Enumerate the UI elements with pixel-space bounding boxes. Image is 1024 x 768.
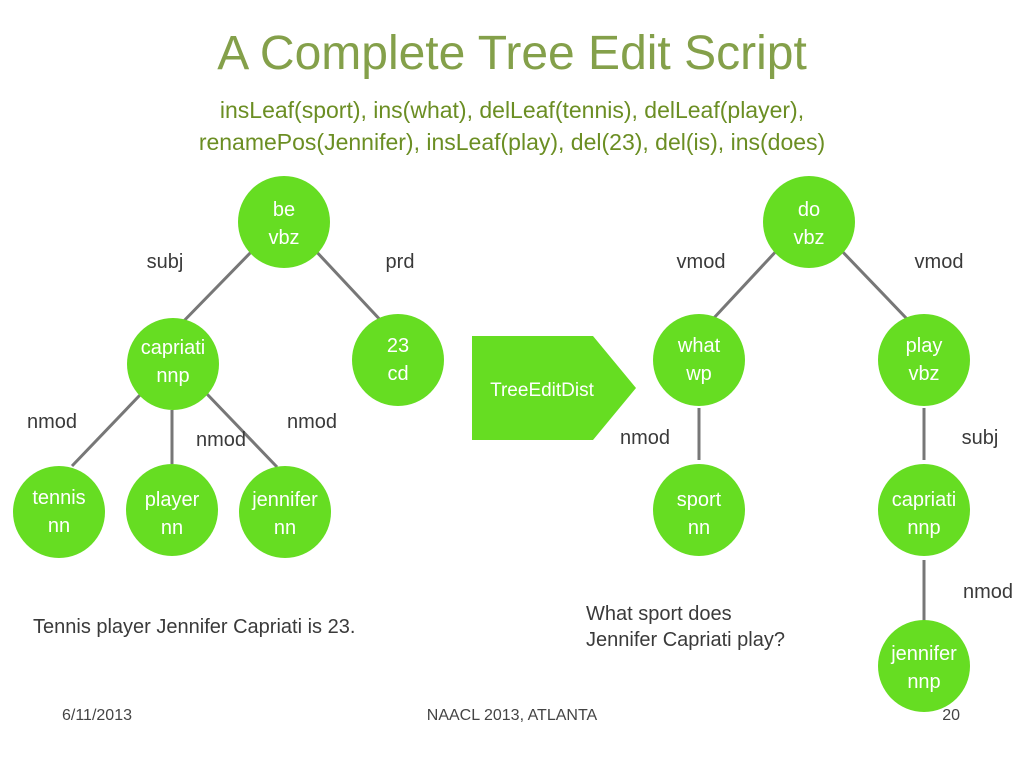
- edge-be-capriati: [174, 246, 257, 331]
- arrow-label: TreeEditDist: [490, 380, 595, 401]
- slide-title: A Complete Tree Edit Script: [217, 27, 807, 80]
- node-sport: sport nn: [653, 464, 745, 556]
- footer-venue: NAACL 2013, ATLANTA: [426, 707, 598, 724]
- left-sentence: Tennis player Jennifer Capriati is 23.: [33, 616, 356, 638]
- node-jennifer-tag: nn: [274, 517, 296, 539]
- edge-label-play-capriati: subj: [962, 427, 999, 449]
- node-sport-word: sport: [677, 489, 722, 511]
- node-jennifer-word: jennifer: [251, 489, 318, 511]
- node-be-tag: vbz: [268, 227, 299, 249]
- node-what-word: what: [677, 335, 721, 357]
- node-do-word: do: [798, 199, 820, 221]
- node-capriati-right-word: capriati: [892, 489, 956, 511]
- node-23-word: 23: [387, 335, 409, 357]
- edge-label-capriati-jennifer: nmod: [287, 411, 337, 433]
- edit-script: insLeaf(sport), ins(what), delLeaf(tenni…: [0, 94, 1024, 158]
- edit-script-line-1: insLeaf(sport), ins(what), delLeaf(tenni…: [219, 97, 805, 123]
- edge-capriati-jennifer: [204, 391, 279, 469]
- node-player-word: player: [145, 489, 200, 511]
- edge-be-23: [311, 246, 387, 327]
- node-do-tag: vbz: [793, 227, 824, 249]
- node-tennis: tennis nn: [13, 466, 105, 558]
- node-capriati-word: capriati: [141, 337, 205, 359]
- footer-date: 6/11/2013: [62, 707, 132, 724]
- node-do: do vbz: [763, 176, 855, 268]
- node-jennifer-right-tag: nnp: [907, 671, 940, 693]
- node-tennis-tag: nn: [48, 515, 70, 537]
- node-capriati-right-tag: nnp: [907, 517, 940, 539]
- edge-label-capriati-jennifer-right: nmod: [963, 581, 1013, 603]
- node-capriati-right: capriati nnp: [878, 464, 970, 556]
- footer-page-number: 20: [942, 707, 960, 724]
- right-sentence: What sport does Jennifer Capriati play?: [586, 601, 785, 653]
- edge-label-capriati-player: nmod: [196, 429, 246, 451]
- node-be: be vbz: [238, 176, 330, 268]
- node-jennifer-right: jennifer nnp: [878, 620, 970, 712]
- node-play-word: play: [906, 335, 943, 357]
- node-be-word: be: [273, 199, 295, 221]
- node-play-tag: vbz: [908, 363, 939, 385]
- edge-label-be-23: prd: [386, 251, 415, 273]
- edge-label-what-sport: nmod: [620, 427, 670, 449]
- node-jennifer: jennifer nn: [239, 466, 331, 558]
- node-23-tag: cd: [387, 363, 408, 385]
- tree-edit-dist-arrow: TreeEditDist: [472, 336, 636, 440]
- edit-script-line-2: renamePos(Jennifer), insLeaf(play), del(…: [198, 129, 826, 156]
- node-what-tag: wp: [685, 363, 712, 385]
- edge-label-be-capriati: subj: [147, 251, 184, 273]
- left-tree-edges: [70, 246, 387, 469]
- right-tree-edges: [697, 245, 926, 624]
- right-sentence-line-2: Jennifer Capriati play?: [586, 629, 785, 651]
- node-player: player nn: [126, 464, 218, 556]
- right-sentence-line-1: What sport does: [586, 603, 732, 625]
- node-player-tag: nn: [161, 517, 183, 539]
- node-jennifer-right-word: jennifer: [890, 643, 957, 665]
- node-tennis-word: tennis: [32, 487, 85, 509]
- edge-do-what: [710, 245, 782, 322]
- node-capriati-tag: nnp: [156, 365, 189, 387]
- node-sport-tag: nn: [688, 517, 710, 539]
- edge-do-play: [836, 245, 910, 322]
- node-what: what wp: [653, 314, 745, 406]
- edge-capriati-tennis: [70, 393, 142, 468]
- edge-label-capriati-tennis: nmod: [27, 411, 77, 433]
- node-capriati: capriati nnp: [127, 318, 219, 410]
- node-play: play vbz: [878, 314, 970, 406]
- edge-label-do-play: vmod: [915, 251, 964, 273]
- edge-label-do-what: vmod: [677, 251, 726, 273]
- node-23: 23 cd: [352, 314, 444, 406]
